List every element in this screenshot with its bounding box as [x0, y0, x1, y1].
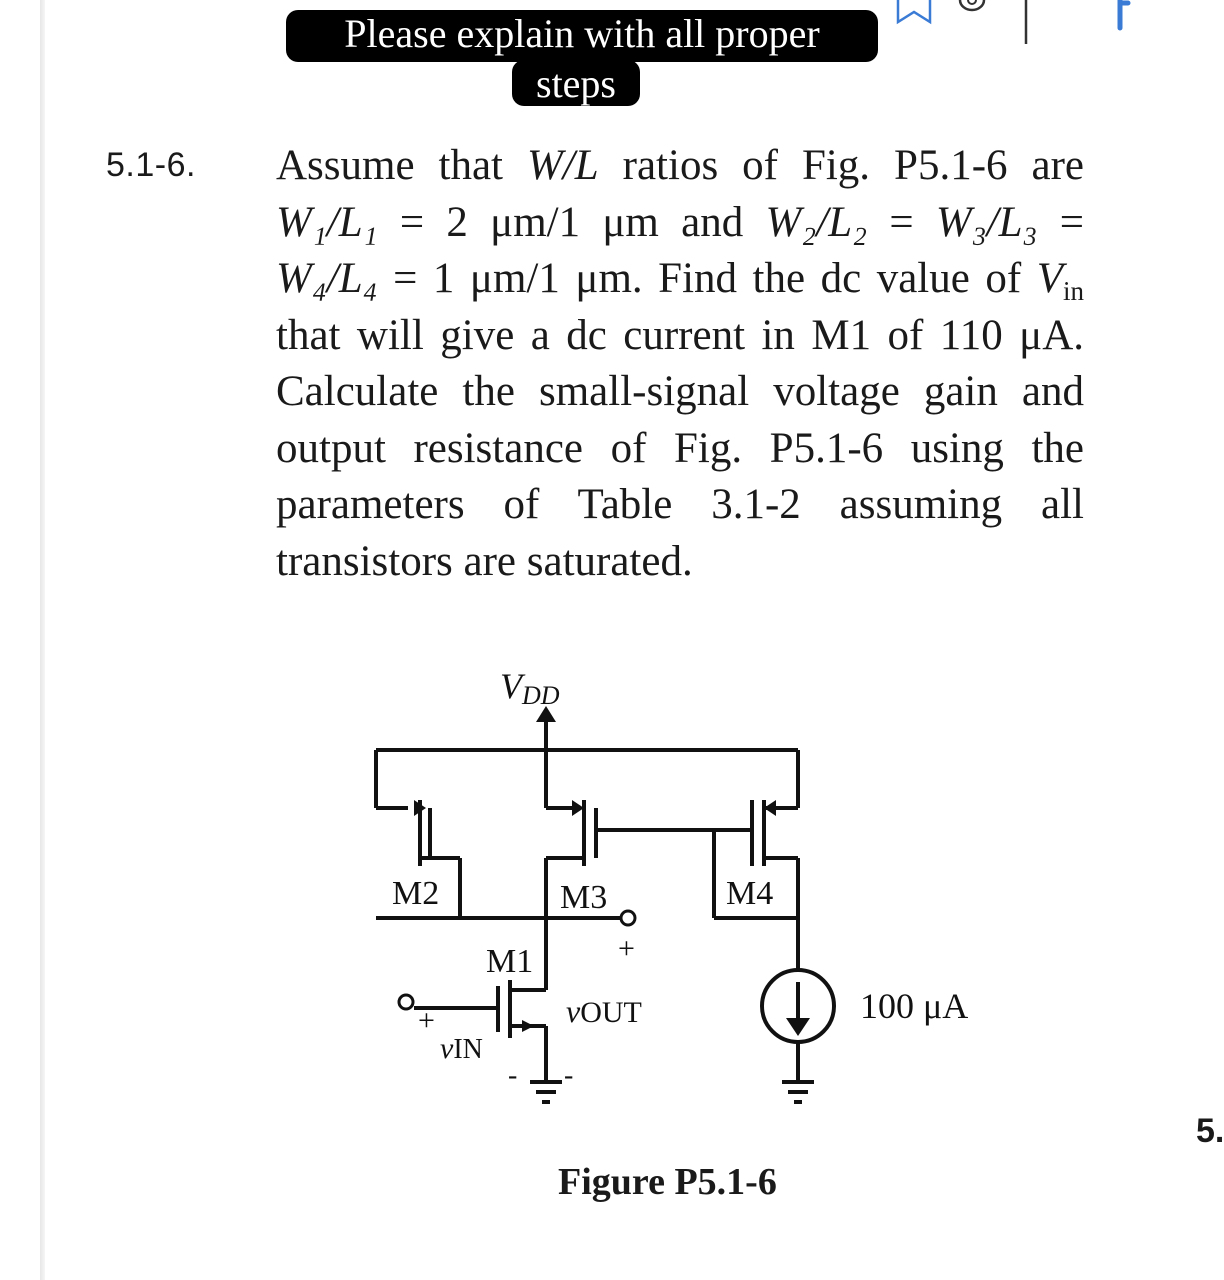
vout-terminal — [619, 909, 637, 927]
counter-icon[interactable] — [958, 0, 986, 12]
text-part: that will give a dc current in M1 of 110… — [276, 311, 1084, 585]
vin-subscript: in — [1062, 276, 1084, 306]
m1-source-arrow — [522, 1020, 534, 1032]
vout-plus: + — [618, 932, 635, 965]
ground-m1 — [530, 1080, 562, 1104]
ground-source — [782, 1080, 814, 1104]
next-problem-number: 5. — [1196, 1112, 1224, 1150]
vin-minus: - — [508, 1060, 517, 1091]
text-part: = — [867, 198, 936, 246]
caption-bubble-line-2: steps — [512, 60, 640, 106]
m4-source-arrow — [764, 800, 776, 816]
w1l1-symbol: W₁/L₁ — [276, 198, 378, 246]
m3-label: M3 — [560, 879, 607, 916]
vin-label: vIN — [440, 1032, 483, 1065]
m2-source-arrow — [414, 800, 426, 816]
vin-symbol: V — [1036, 255, 1063, 302]
page-edge — [40, 0, 45, 1280]
vin-plus: + — [418, 1004, 435, 1037]
figure-caption: Figure P5.1-6 — [558, 1161, 777, 1203]
m3-source-arrow — [572, 800, 584, 816]
caption-bubble-line-1: Please explain with all proper — [286, 10, 878, 62]
problem-number: 5.1-6. — [106, 146, 196, 184]
w3l3-symbol: W₃/L₃ — [935, 198, 1038, 246]
vout-minus: - — [564, 1060, 573, 1091]
vout-label: vOUT — [566, 993, 642, 1029]
vdd-label: VDD — [500, 666, 560, 710]
m1-label: M1 — [486, 943, 533, 980]
circuit-schematic: VDD M2 M3 M4 M1 + vOUT + vIN - - 100 μA — [374, 666, 968, 1104]
m4-label: M4 — [726, 875, 773, 912]
bookmark-icon[interactable] — [896, 0, 932, 25]
text-part: = 2 μm/1 μm and — [377, 198, 766, 246]
current-label: 100 μA — [860, 986, 968, 1026]
m2-label: M2 — [392, 875, 439, 912]
text-part: = — [1037, 198, 1084, 246]
top-toolbar-icons — [896, 0, 1131, 44]
wl-symbol: W/L — [526, 142, 599, 189]
vin-terminal — [397, 993, 415, 1011]
current-arrow — [786, 1018, 810, 1036]
text-part: Assume that — [276, 142, 527, 189]
w2l2-symbol: W₂/L₂ — [765, 198, 868, 246]
vdd-arrow — [536, 706, 556, 722]
text-part: ratios of Fig. P5.1-6 are — [598, 142, 1084, 189]
partial-blue-icon[interactable] — [1117, 0, 1131, 31]
w4l4-symbol: W₄/L₄ — [276, 255, 378, 302]
text-part: = 1 μm/1 μm. Find the dc value of — [377, 255, 1037, 302]
problem-statement: Assume that W/L ratios of Fig. P5.1-6 ar… — [276, 138, 1084, 590]
